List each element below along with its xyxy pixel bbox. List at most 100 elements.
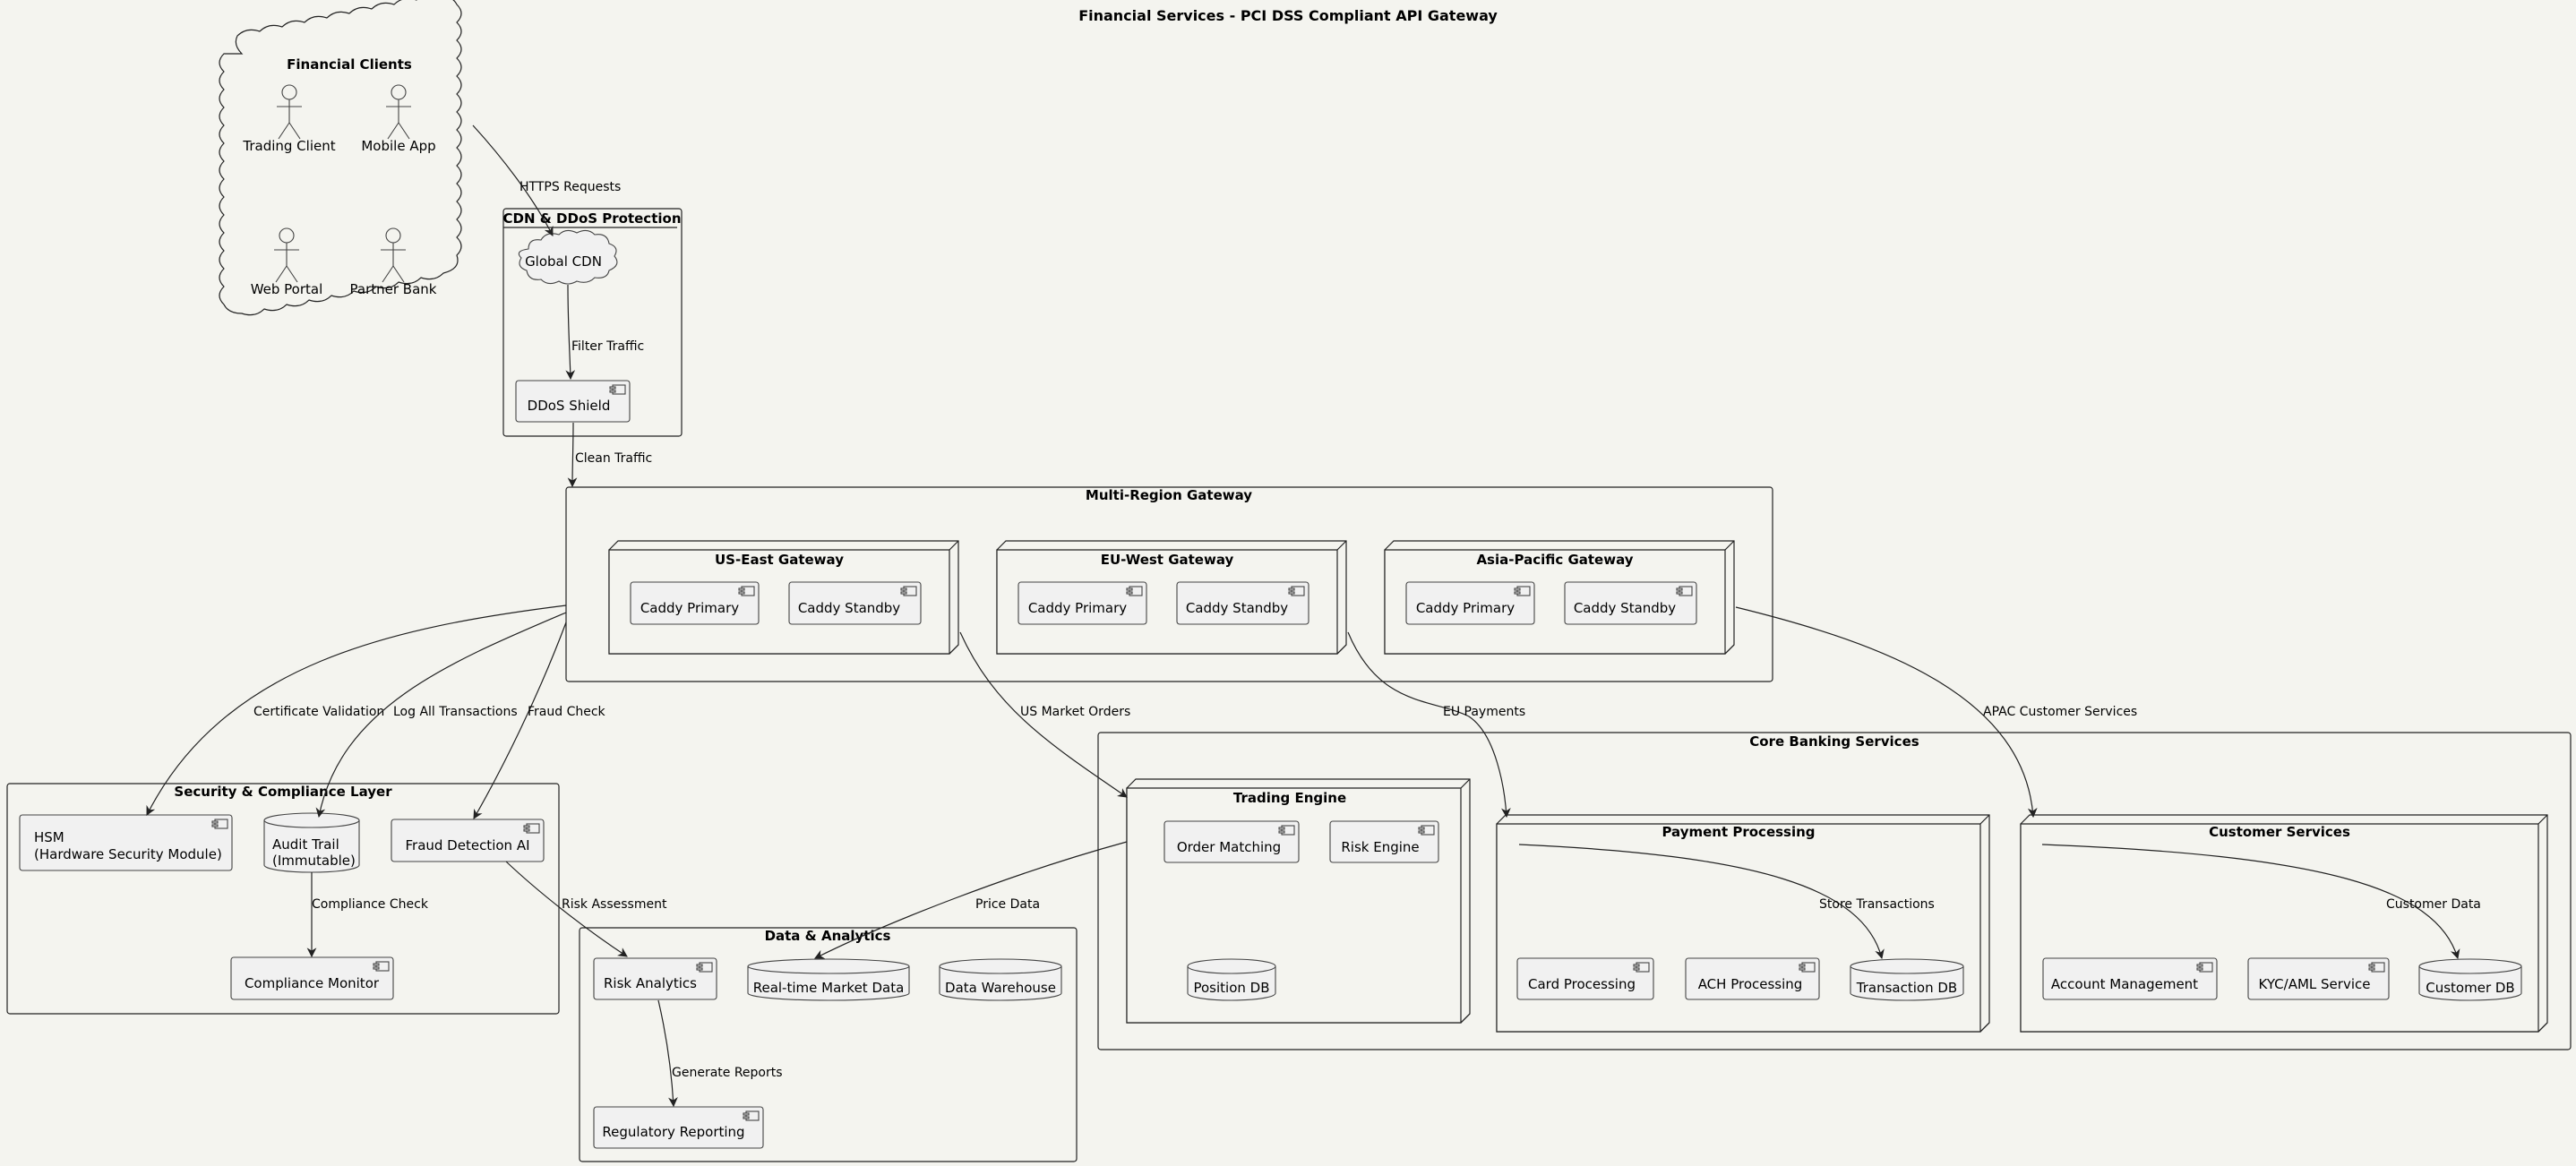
customer-db-database: Customer DB <box>2418 958 2522 1001</box>
trading-client-label: Trading Client <box>242 138 335 154</box>
partner-bank-label: Partner Bank <box>350 281 437 297</box>
edge-price-data <box>814 841 1128 959</box>
risk-analytics-component: Risk Analytics <box>593 957 717 1000</box>
edge-label-us-market-orders: US Market Orders <box>1020 705 1130 719</box>
fraud-detection-ai-component: Fraud Detection AI <box>391 819 545 862</box>
market-data-label: Real-time Market Data <box>753 980 905 996</box>
kyc-aml-label: KYC/AML Service <box>2259 976 2371 992</box>
ach-processing-label: ACH Processing <box>1698 976 1803 992</box>
financial-clients-title: Financial Clients <box>287 56 412 73</box>
payment-processing-title: Payment Processing <box>1662 824 1815 840</box>
edge-label-fraud-check: Fraud Check <box>528 705 606 719</box>
us-east-caddy-primary: Caddy Primary <box>630 581 760 625</box>
risk-engine-component: Risk Engine <box>1329 820 1439 863</box>
trading-client-actor <box>277 84 302 140</box>
edge-label-eu-payments: EU Payments <box>1443 705 1525 719</box>
apac-caddy-primary: Caddy Primary <box>1405 581 1535 625</box>
edge-customer-data <box>2041 844 2460 960</box>
kyc-aml-component: KYC/AML Service <box>2247 957 2390 1000</box>
caddy-primary-label: Caddy Primary <box>1416 600 1515 616</box>
trading-engine-title: Trading Engine <box>1233 790 1346 806</box>
audit-trail-label-line1: Audit Trail <box>272 836 339 853</box>
customer-services-title: Customer Services <box>2209 824 2350 840</box>
order-matching-component: Order Matching <box>1163 820 1300 863</box>
edge-label-clean-traffic: Clean Traffic <box>575 451 652 466</box>
position-db-label: Position DB <box>1193 980 1269 996</box>
hsm-label-line2: (Hardware Security Module) <box>34 846 222 862</box>
global-cdn-label: Global CDN <box>525 253 602 270</box>
us-east-caddy-standby: Caddy Standby <box>788 581 922 625</box>
edges: HTTPS Requests Filter Traffic Clean Traf… <box>146 124 2481 1108</box>
trading-engine-node: Trading Engine Order Matching Risk Engin… <box>1126 778 1471 1024</box>
core-banking-title: Core Banking Services <box>1749 733 1919 750</box>
caddy-standby-label: Caddy Standby <box>798 600 900 616</box>
ddos-shield-component: DDoS Shield <box>515 380 631 423</box>
edge-log-all-transactions <box>315 612 567 819</box>
regulatory-reporting-label: Regulatory Reporting <box>602 1124 744 1140</box>
edge-label-certificate-validation: Certificate Validation <box>253 705 384 719</box>
edge-label-log-all-transactions: Log All Transactions <box>393 705 518 719</box>
card-processing-label: Card Processing <box>1528 976 1636 992</box>
asia-pacific-gateway-title: Asia-Pacific Gateway <box>1476 552 1633 568</box>
position-db-database: Position DB <box>1187 958 1276 1001</box>
diagram-title: Financial Services - PCI DSS Compliant A… <box>1078 7 1498 24</box>
edge-fraud-check <box>473 622 567 819</box>
mobile-app-actor <box>386 84 411 140</box>
security-compliance-title: Security & Compliance Layer <box>174 784 392 800</box>
web-portal-actor <box>274 227 299 283</box>
compliance-monitor-label: Compliance Monitor <box>245 975 380 991</box>
fraud-detection-ai-label: Fraud Detection AI <box>405 837 529 853</box>
data-warehouse-label: Data Warehouse <box>945 980 1056 996</box>
card-processing-component: Card Processing <box>1516 957 1654 1000</box>
edge-label-https-requests: HTTPS Requests <box>519 180 621 194</box>
cdn-ddos-group: CDN & DDoS Protection Global CDN DDoS Sh… <box>502 208 683 437</box>
edge-label-price-data: Price Data <box>975 897 1040 912</box>
caddy-standby-label: Caddy Standby <box>1574 600 1676 616</box>
edge-filter-traffic <box>565 284 576 381</box>
ddos-shield-label: DDoS Shield <box>528 398 611 414</box>
apac-caddy-standby: Caddy Standby <box>1564 581 1697 625</box>
data-analytics-group: Data & Analytics Risk Analytics Real-tim… <box>579 927 1078 1162</box>
edge-label-store-transactions: Store Transactions <box>1819 897 1935 912</box>
order-matching-label: Order Matching <box>1177 839 1281 855</box>
caddy-standby-label: Caddy Standby <box>1186 600 1288 616</box>
caddy-primary-label: Caddy Primary <box>1028 600 1127 616</box>
transaction-db-label: Transaction DB <box>1856 980 1957 996</box>
core-banking-group: Core Banking Services Trading Engine Ord… <box>1097 732 2572 1050</box>
edge-generate-reports <box>657 999 678 1108</box>
multi-region-gateway-title: Multi-Region Gateway <box>1086 487 1252 503</box>
hsm-component: HSM (Hardware Security Module) <box>19 814 233 871</box>
multi-region-gateway-group: Multi-Region Gateway US-East Gateway Cad… <box>565 486 1773 682</box>
eu-west-gateway-title: EU-West Gateway <box>1101 552 1234 568</box>
cdn-ddos-title: CDN & DDoS Protection <box>503 210 682 227</box>
data-analytics-title: Data & Analytics <box>765 928 891 944</box>
us-east-gateway-node: US-East Gateway Caddy Primary Caddy Stan… <box>608 540 959 655</box>
customer-db-label: Customer DB <box>2426 980 2514 996</box>
edge-apac-customer-services <box>1735 606 2038 819</box>
edge-label-generate-reports: Generate Reports <box>672 1066 783 1080</box>
account-management-component: Account Management <box>2042 957 2218 1000</box>
edge-eu-payments <box>1347 631 1511 819</box>
audit-trail-database: Audit Trail (Immutable) <box>263 812 360 873</box>
customer-services-node: Customer Services Account Management KYC… <box>2020 814 2548 1033</box>
mobile-app-label: Mobile App <box>361 138 435 154</box>
ach-processing-component: ACH Processing <box>1685 957 1820 1000</box>
edge-us-market-orders <box>959 631 1128 798</box>
edge-label-apac-customer-services: APAC Customer Services <box>1983 705 2137 719</box>
edge-label-customer-data: Customer Data <box>2386 897 2481 912</box>
web-portal-label: Web Portal <box>251 281 323 297</box>
partner-bank-actor <box>381 227 406 283</box>
data-warehouse-database: Data Warehouse <box>939 958 1062 1001</box>
edge-label-risk-assessment: Risk Assessment <box>562 897 667 912</box>
risk-analytics-label: Risk Analytics <box>604 975 697 991</box>
edge-clean-traffic <box>567 422 578 488</box>
edge-certificate-validation <box>146 604 567 816</box>
market-data-database: Real-time Market Data <box>747 958 910 1001</box>
hsm-label-line1: HSM <box>34 829 64 845</box>
financial-clients-group: Financial Clients Trading Client Mobile … <box>219 0 462 316</box>
security-compliance-group: Security & Compliance Layer HSM (Hardwar… <box>6 783 560 1015</box>
regulatory-reporting-component: Regulatory Reporting <box>593 1106 764 1149</box>
global-cdn-cloud: Global CDN <box>518 229 618 285</box>
payment-processing-node: Payment Processing Card Processing ACH P… <box>1496 814 1990 1033</box>
